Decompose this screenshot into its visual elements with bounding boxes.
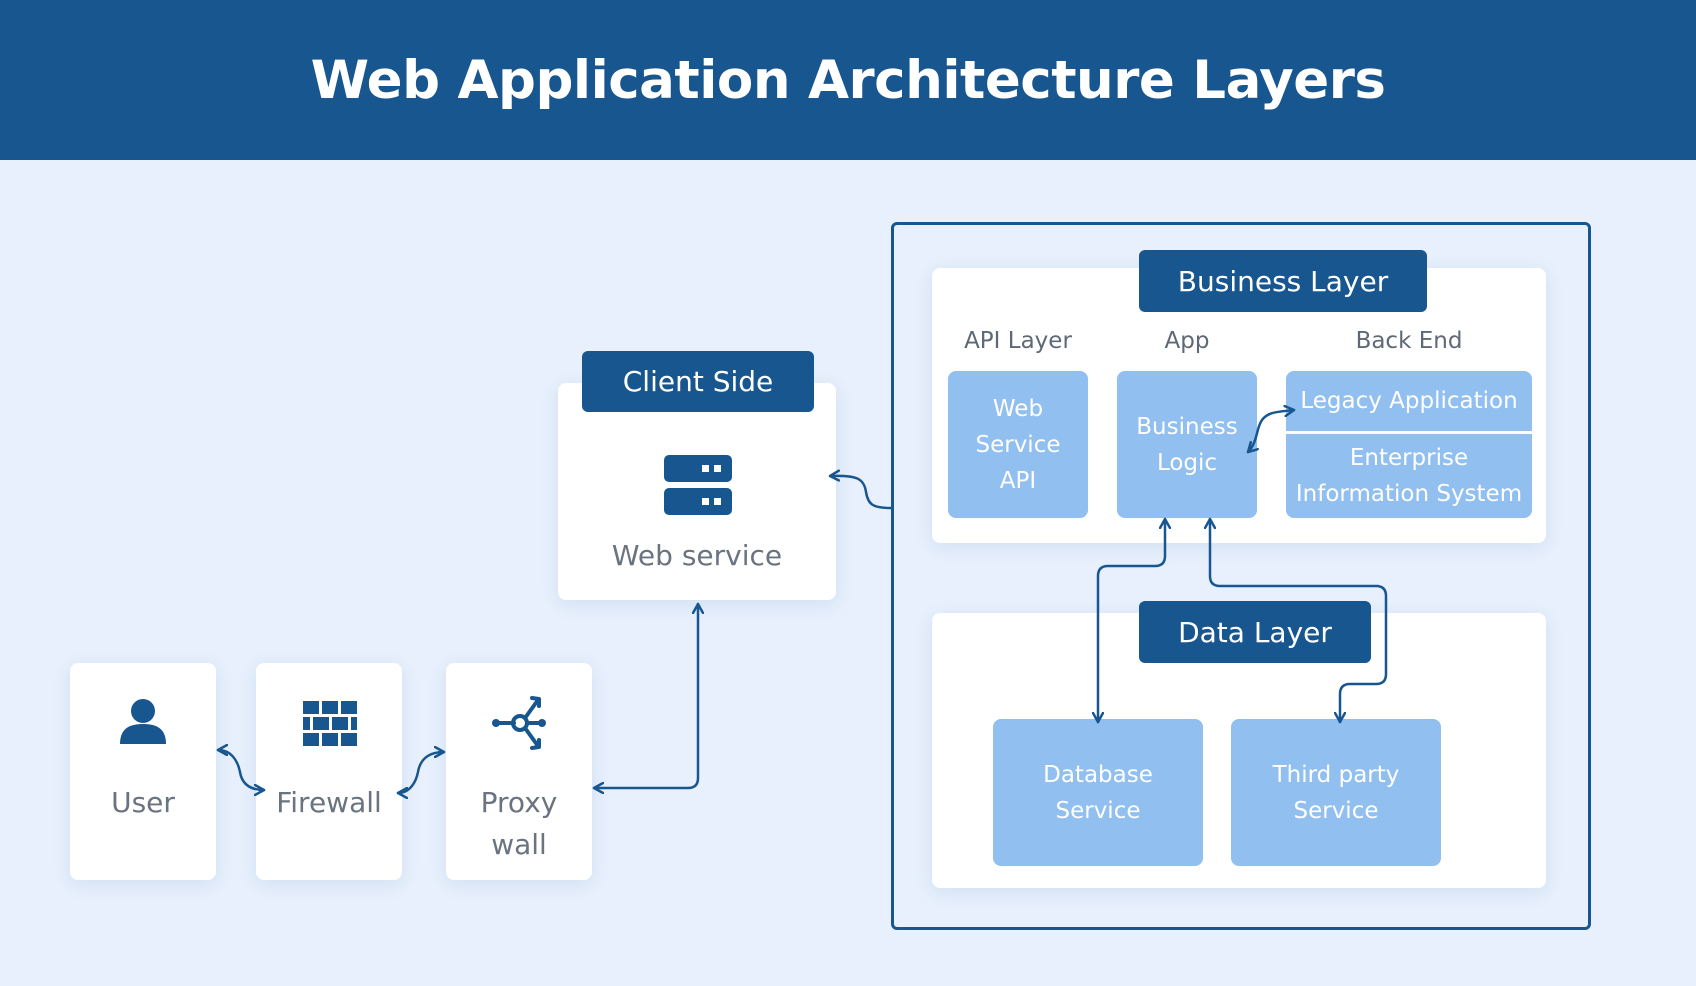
database-service-tile[interactable]: Database Service <box>993 719 1203 866</box>
firewall-proxy-connector <box>396 752 446 793</box>
business-logic-tile[interactable]: Business Logic <box>1117 371 1257 518</box>
brick-wall-icon <box>303 701 357 746</box>
network-share-icon <box>492 696 546 750</box>
legacy-application-label: Legacy Application <box>1300 388 1518 414</box>
database-service-label: Database Service <box>1043 761 1153 824</box>
enterprise-information-system-label: Enterprise Information System <box>1295 445 1523 507</box>
web-service-api-tile[interactable]: Web Service API <box>948 371 1088 518</box>
legacy-application-tile[interactable]: Legacy Application <box>1286 371 1532 431</box>
back-end-label: Back End <box>1355 328 1463 354</box>
firewall-card[interactable] <box>256 663 402 880</box>
firewall-label: Firewall <box>276 786 382 819</box>
user-card[interactable] <box>70 663 216 880</box>
user-label: User <box>111 786 175 819</box>
api-layer-label: API Layer <box>964 328 1072 354</box>
app-label: App <box>1164 328 1210 354</box>
server-icon <box>664 455 732 515</box>
business-logic-label: Business Logic <box>1136 413 1238 476</box>
user-icon <box>120 699 166 744</box>
web-service-api-label: Web Service API <box>975 395 1061 494</box>
proxy-web-service-connector <box>592 602 698 788</box>
third-party-service-tile[interactable]: Third party Service <box>1231 719 1441 866</box>
web-service-label: Web service <box>611 539 783 572</box>
third-party-service-label: Third party Service <box>1272 761 1400 824</box>
header-banner: Web Application Architecture Layers <box>0 0 1696 160</box>
frame-client-connector <box>828 476 893 510</box>
enterprise-information-system-tile[interactable]: Enterprise Information System <box>1286 434 1532 518</box>
proxy-wall-card[interactable] <box>446 663 592 880</box>
business-layer-title: Business Layer <box>1139 250 1427 312</box>
data-layer-title: Data Layer <box>1139 601 1371 663</box>
page-title: Web Application Architecture Layers <box>310 49 1386 111</box>
server-side-frame <box>891 222 1591 930</box>
proxy-wall-label: Proxy wall <box>480 786 558 861</box>
client-side-title: Client Side <box>582 351 814 412</box>
